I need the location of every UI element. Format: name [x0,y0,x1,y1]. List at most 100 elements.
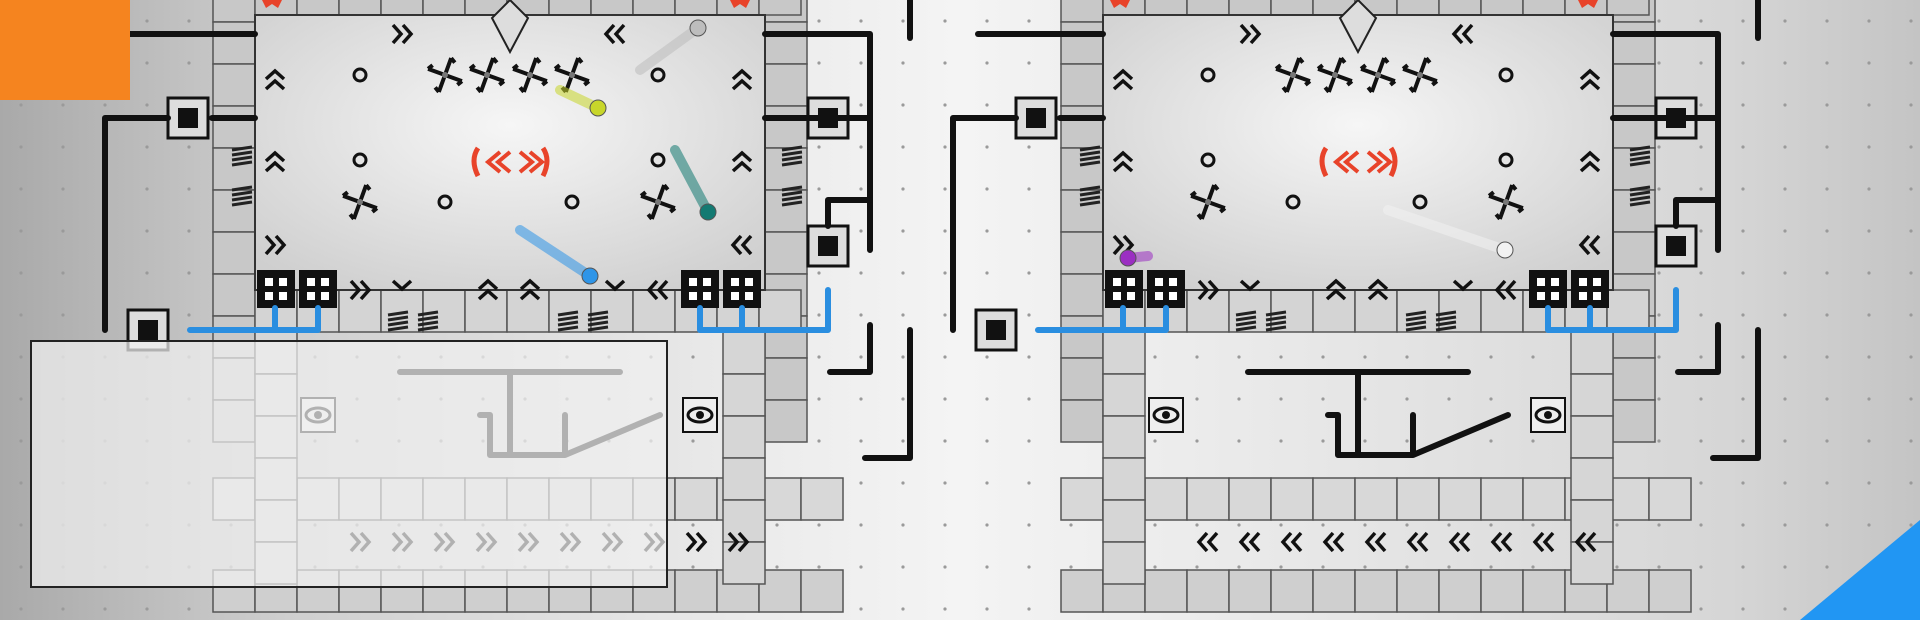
spring-icon [387,310,409,332]
spring-icon [1405,310,1427,332]
chevron-stroke [685,531,698,553]
wall-tile [674,0,718,16]
wire [762,31,873,253]
spring-coil [417,325,439,332]
grate-block [681,270,719,308]
spring-icon [1235,310,1257,332]
wall-tile [464,289,508,333]
ball [589,99,607,117]
chevron-stroke [1206,531,1219,553]
chevron-stroke [731,78,753,91]
chevron-stroke [1579,160,1601,173]
grate-hole [279,292,287,300]
wall-tile [1144,477,1188,521]
wire [1035,305,1169,333]
grate-hole [1537,292,1545,300]
chevron-stroke [1500,531,1513,553]
wall-tile [1438,0,1482,16]
chevron-stroke [391,279,413,292]
chevron-stroke [1579,78,1601,91]
spring-coil [387,320,409,327]
wall-tile [1648,569,1692,613]
wall-tile [764,399,808,443]
wall-tile [722,415,766,459]
spring-coil [1079,145,1101,152]
chevron-stroke [1367,278,1389,291]
peg-icon [564,194,580,210]
wall-tile [1354,569,1398,613]
chevron-icon [477,278,499,301]
chevron-icon [1579,150,1601,173]
grate-hole [1593,292,1601,300]
fan-blade [1334,73,1354,87]
chevron-icon [1406,531,1429,553]
spring-coil [387,310,409,317]
chevron-stroke [1322,531,1335,553]
spring-coil [1435,325,1457,332]
wall-tile [1354,289,1398,333]
spring-coil [1079,160,1101,167]
spring-coil [557,315,579,322]
chevron-stroke [1207,279,1220,301]
chevron-icon [1364,531,1387,553]
wall-tile [1606,0,1650,16]
diamond-gate [490,0,530,55]
grate-block [299,270,337,308]
chevron-icon [1239,23,1262,45]
fan-blade [646,201,660,221]
grate-hole [703,292,711,300]
spring-coil [231,185,253,192]
wall-tile [212,21,256,65]
booster-chevrons [484,150,512,174]
wire [825,197,873,229]
eye-outline [1152,406,1180,424]
wall-tile [722,457,766,501]
wall-tile [1612,399,1656,443]
spring-coil [1079,150,1101,157]
fan-icon [341,183,379,221]
grate-hole [1113,278,1121,286]
grate-hole [1127,278,1135,286]
wall-tile [1102,457,1146,501]
spring-coil [781,160,803,167]
chevron-stroke [1332,531,1345,553]
wall-tile [1612,105,1656,149]
grate-hole [1537,278,1545,286]
chevron-icon [1239,279,1261,292]
peg-icon [650,152,666,168]
fan-blade [1401,63,1421,77]
spring-coil [781,200,803,207]
wall-tile [1438,477,1482,521]
eye-pupil [1162,411,1170,419]
fan-blade [1274,63,1294,77]
fan-hub [1290,72,1296,78]
wall-tile [1522,477,1566,521]
chevron-icon [1574,531,1597,553]
fan-icon [1316,56,1354,94]
wall-tile [1228,289,1272,333]
grate-hole [1551,292,1559,300]
chevron-stroke [1504,279,1517,301]
spring-coil [231,160,253,167]
gate-icon [974,308,1018,352]
spring-coil [231,195,253,202]
ball-trail [515,225,595,281]
peg-icon [352,152,368,168]
peg-icon [1200,67,1216,83]
grate-block [1105,270,1143,308]
chevron-icon [519,278,541,301]
spring-coil [781,185,803,192]
chevron-stroke [1374,531,1387,553]
wall-tile [1186,289,1230,333]
wall-tile [1570,415,1614,459]
fan-icon [468,56,506,94]
chevron-stroke [1458,531,1471,553]
spring-coil [1405,310,1427,317]
spring-coil [1405,315,1427,322]
chevron-stroke [1490,531,1503,553]
spring-coil [417,310,439,317]
chevron-stroke [1248,531,1261,553]
fan-blade [1206,183,1220,203]
ball [581,267,599,285]
wire [1545,287,1679,333]
